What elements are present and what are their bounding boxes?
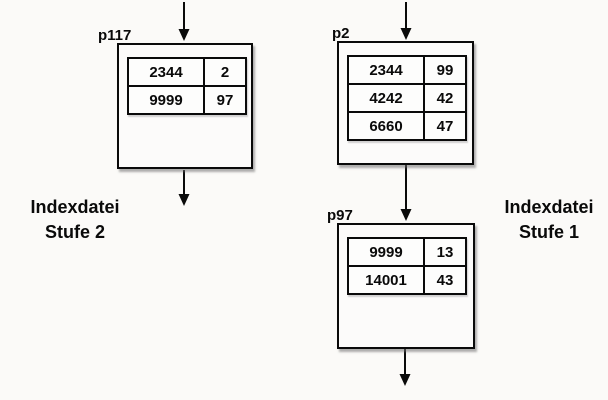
node-p117: p117 2344 2 9999 97 xyxy=(98,27,253,169)
arrow-p2-to-p97 xyxy=(400,165,412,221)
table-row: 6660 47 xyxy=(347,111,467,141)
pointer-cell: 2 xyxy=(203,57,247,87)
key-cell: 2344 xyxy=(347,55,425,85)
node-table-p97: 9999 13 14001 43 xyxy=(347,237,467,295)
arrow-out-of-p97 xyxy=(399,349,411,386)
node-label-p117: p117 xyxy=(98,27,132,44)
arrow-out-of-p117 xyxy=(178,170,190,206)
arrow-into-p117 xyxy=(178,2,190,41)
node-label-p97: p97 xyxy=(327,207,353,224)
node-table-p2: 2344 99 4242 42 6660 47 xyxy=(347,55,467,141)
table-row: 14001 43 xyxy=(347,265,467,295)
key-cell: 2344 xyxy=(127,57,205,87)
caption-indexdatei-stufe-1: Indexdatei Stufe 1 xyxy=(474,195,608,245)
node-p97: p97 9999 13 14001 43 xyxy=(327,207,475,349)
node-label-p2: p2 xyxy=(332,25,350,42)
arrow-into-p2 xyxy=(400,2,412,40)
table-row: 2344 99 xyxy=(347,55,467,85)
pointer-cell: 43 xyxy=(423,265,467,295)
node-box-p2: 2344 99 4242 42 6660 47 xyxy=(337,41,474,165)
pointer-cell: 47 xyxy=(423,111,467,141)
key-cell: 9999 xyxy=(347,237,425,267)
table-row: 9999 13 xyxy=(347,237,467,267)
pointer-cell: 13 xyxy=(423,237,467,267)
key-cell: 9999 xyxy=(127,85,205,115)
pointer-cell: 99 xyxy=(423,55,467,85)
node-box-p97: 9999 13 14001 43 xyxy=(337,223,475,349)
pointer-cell: 42 xyxy=(423,83,467,113)
caption-line-1: Indexdatei xyxy=(504,197,594,217)
key-cell: 14001 xyxy=(347,265,425,295)
table-row: 9999 97 xyxy=(127,85,247,115)
caption-line-2: Stufe 2 xyxy=(44,222,105,242)
key-cell: 6660 xyxy=(347,111,425,141)
table-row: 2344 2 xyxy=(127,57,247,87)
pointer-cell: 97 xyxy=(203,85,247,115)
node-p2: p2 2344 99 4242 42 6660 47 xyxy=(332,25,474,165)
table-row: 4242 42 xyxy=(347,83,467,113)
node-table-p117: 2344 2 9999 97 xyxy=(127,57,247,115)
caption-line-2: Stufe 1 xyxy=(518,222,579,242)
node-box-p117: 2344 2 9999 97 xyxy=(117,43,253,169)
caption-line-1: Indexdatei xyxy=(30,197,120,217)
key-cell: 4242 xyxy=(347,83,425,113)
caption-indexdatei-stufe-2: Indexdatei Stufe 2 xyxy=(0,195,150,245)
